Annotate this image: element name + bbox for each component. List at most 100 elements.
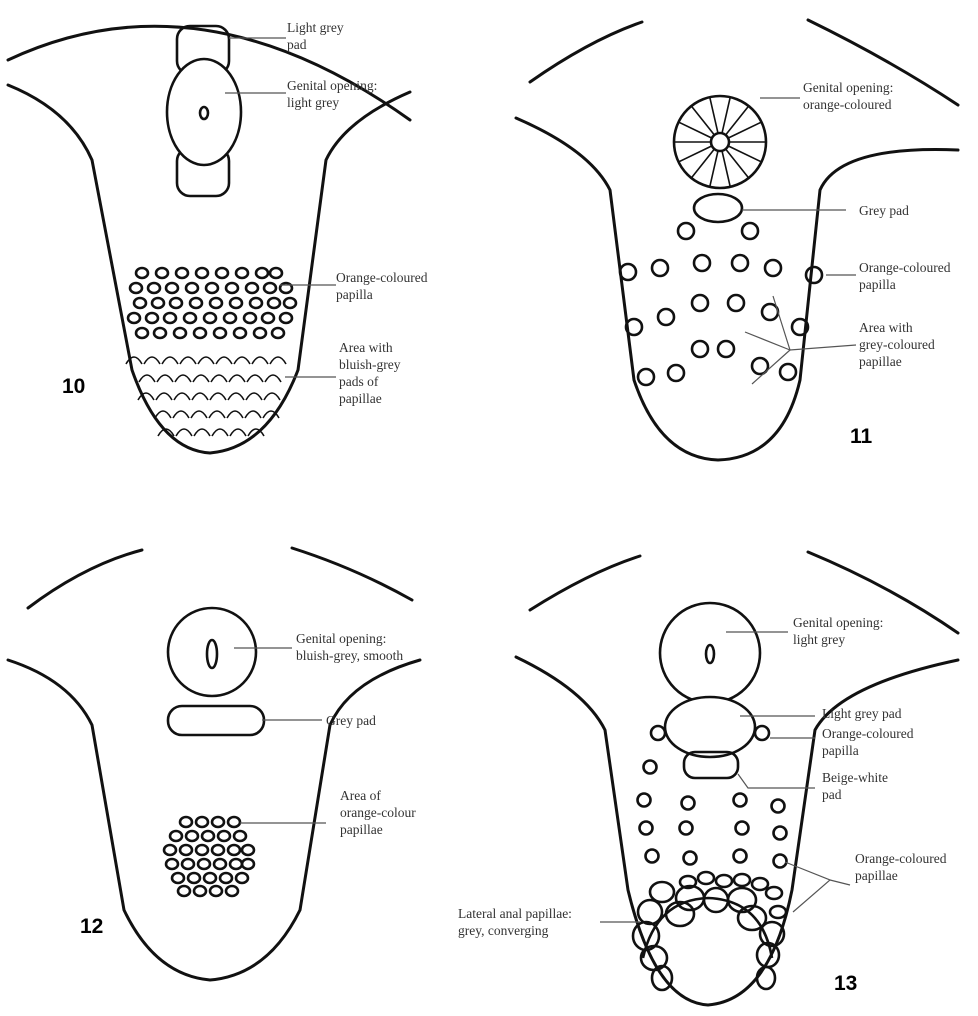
label-grey-pad: Grey pad (326, 713, 376, 728)
leader-line (830, 880, 850, 885)
bluish-grey-pad (230, 429, 246, 436)
bluish-grey-pad (173, 411, 189, 418)
orange-papilla (212, 817, 224, 827)
orange-papilla (216, 268, 228, 278)
papilla (780, 364, 796, 380)
orange-papilla (246, 283, 258, 293)
orange-papilla (170, 831, 182, 841)
bluish-grey-pad (155, 411, 171, 418)
rosette-rib (710, 151, 718, 187)
orange-papilla (176, 268, 188, 278)
genital-pore (711, 133, 729, 151)
orange-papilla (736, 822, 749, 835)
orange-papilla (226, 886, 238, 896)
orange-papilla (196, 845, 208, 855)
papilla (692, 295, 708, 311)
bluish-grey-pad (245, 411, 261, 418)
orange-papilla (644, 761, 657, 774)
orange-papilla (198, 859, 210, 869)
orange-papilla (766, 887, 782, 899)
papilla (732, 255, 748, 271)
genital-opening (168, 608, 256, 696)
label-light-grey-pad: Light grey pad (822, 706, 902, 721)
orange-papilla (774, 855, 787, 868)
bluish-grey-pad (191, 411, 207, 418)
anal-papilla (757, 967, 775, 989)
orange-papilla (202, 831, 214, 841)
orange-papilla (190, 298, 202, 308)
orange-papilla (156, 268, 168, 278)
orange-papilla (154, 328, 166, 338)
orange-papillae-area (164, 817, 254, 896)
orange-papilla (682, 797, 695, 810)
body-arc (530, 556, 640, 610)
orange-papilla (236, 873, 248, 883)
bluish-grey-pad (234, 357, 250, 364)
orange-papilla (194, 328, 206, 338)
papilla (762, 304, 778, 320)
papilla (652, 260, 668, 276)
orange-papillae-area (128, 268, 296, 338)
orange-papilla (254, 328, 266, 338)
bluish-grey-pad (144, 357, 160, 364)
orange-papilla (774, 827, 787, 840)
bluish-grey-pad (180, 357, 196, 364)
papilla (742, 223, 758, 239)
genital-opening (660, 603, 760, 703)
label-grey-pad: Grey pad (859, 203, 909, 218)
orange-papilla (226, 283, 238, 293)
bluish-grey-pad (193, 375, 209, 382)
papillae-rows (638, 761, 787, 868)
orange-papilla (268, 298, 280, 308)
anal-papilla (652, 966, 672, 990)
panel-10: Light greypad Genital opening:light grey… (8, 20, 428, 453)
orange-papilla (186, 831, 198, 841)
bluish-grey-pad (176, 429, 192, 436)
label-orange-papilla: Orange-colouredpapilla (336, 270, 428, 302)
orange-papilla (212, 845, 224, 855)
orange-papilla (734, 874, 750, 886)
orange-papilla (166, 859, 178, 869)
papilla (620, 264, 636, 280)
bluish-grey-pad (192, 393, 208, 400)
orange-papilla (188, 873, 200, 883)
orange-papilla (214, 328, 226, 338)
orange-papilla (228, 845, 240, 855)
bluish-grey-pad (227, 411, 243, 418)
bluish-grey-pad (198, 357, 214, 364)
panel-number: 10 (62, 375, 85, 398)
orange-papilla (170, 298, 182, 308)
orange-papilla (752, 878, 768, 890)
orange-papilla (698, 872, 714, 884)
genital-pore (207, 640, 217, 668)
anal-papilla (638, 900, 662, 924)
orange-papilla (182, 859, 194, 869)
bluish-grey-pad (247, 375, 263, 382)
orange-papilla (196, 268, 208, 278)
panel-11: Genital opening:orange-coloured Grey pad… (516, 20, 958, 460)
bluish-grey-pad (156, 393, 172, 400)
bluish-grey-pads-area (126, 357, 286, 436)
orange-papilla (166, 283, 178, 293)
orange-papilla (734, 794, 747, 807)
orange-papilla (180, 845, 192, 855)
bluish-grey-pad (252, 357, 268, 364)
orange-papilla (638, 794, 651, 807)
genital-opening-rosette (674, 96, 766, 188)
orange-papilla (680, 822, 693, 835)
bluish-grey-pad (175, 375, 191, 382)
orange-papilla (204, 873, 216, 883)
orange-papilla (244, 313, 256, 323)
orange-papilla (272, 328, 284, 338)
bluish-grey-pad (228, 393, 244, 400)
orange-papilla (194, 886, 206, 896)
orange-papilla (734, 850, 747, 863)
leader-line (738, 774, 815, 788)
papilla (806, 267, 822, 283)
orange-papilla (134, 298, 146, 308)
